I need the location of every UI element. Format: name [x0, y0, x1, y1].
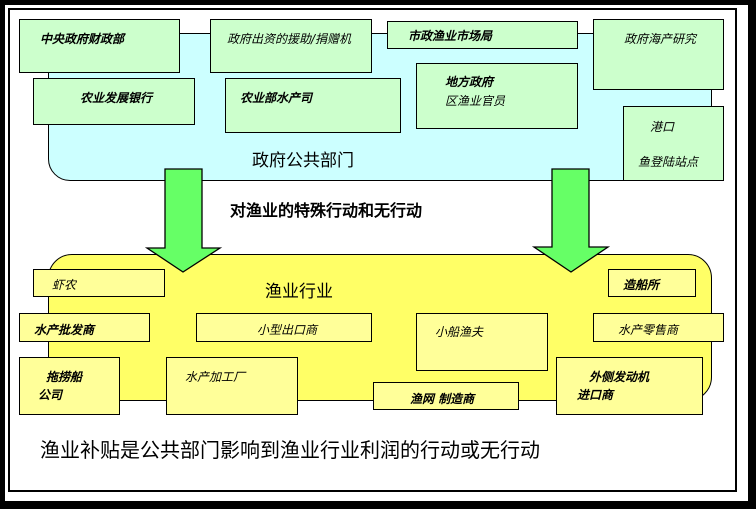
public-sector-label: 政府公共部门 [252, 151, 354, 171]
box-outboard-importer: 外侧发动机 进口商 [556, 357, 703, 415]
box-text: 虾农 [52, 278, 77, 292]
box-text: 政府海产研究 [624, 32, 697, 46]
box-text: 市政渔业市场局 [408, 29, 493, 43]
box-gov-funded-aid: 政府出资的援助/捐赠机 [210, 19, 372, 73]
box-text: 渔网 制造商 [410, 392, 475, 406]
box-text: 农业部水产司 [240, 91, 313, 105]
box-net-maker: 渔网 制造商 [373, 382, 519, 410]
box-text: 港口 [650, 120, 675, 134]
fishing-industry-label: 渔业行业 [265, 282, 333, 302]
box-text: 水产零售商 [618, 323, 679, 337]
box-municipal-fish-market: 市政渔业市场局 [387, 21, 578, 49]
box-shipyard: 造船所 [608, 269, 696, 297]
box-agri-dev-bank: 农业发展银行 [33, 78, 195, 125]
box-text: 政府出资的援助/捐赠机 [227, 32, 352, 46]
box-shrimp-farmer: 虾农 [33, 269, 165, 297]
box-text: 鱼登陆站点 [638, 155, 699, 169]
box-text: 小船渔夫 [435, 325, 484, 339]
box-text: 区渔业官员 [445, 94, 506, 108]
box-text: 进口商 [577, 388, 614, 402]
box-text: 公司 [38, 388, 63, 402]
box-text: 农业发展银行 [80, 91, 153, 105]
box-local-government: 地方政府 区渔业官员 [416, 63, 578, 129]
box-text: 造船所 [623, 278, 660, 292]
box-central-finance: 中央政府财政部 [19, 19, 180, 73]
box-seafood-processor: 水产加工厂 [166, 357, 298, 415]
box-text: 水产加工厂 [185, 370, 246, 384]
box-small-boat-fisherman: 小船渔夫 [416, 313, 548, 371]
box-gov-seafood-research: 政府海产研究 [593, 19, 724, 90]
footer-statement: 渔业补贴是公共部门影响到渔业行业利润的行动或无行动 [40, 438, 540, 462]
box-seafood-wholesaler: 水产批发商 [19, 313, 150, 342]
box-text: 地方政府 [445, 75, 494, 89]
box-text: 中央政府财政部 [40, 32, 125, 46]
box-agri-ministry-fisheries: 农业部水产司 [225, 78, 401, 133]
box-text: 小型出口商 [257, 323, 318, 337]
action-caption: 对渔业的特殊行动和无行动 [230, 201, 423, 220]
box-text: 水产批发商 [34, 323, 95, 337]
box-port-landing: 港口 鱼登陆站点 [623, 106, 724, 181]
box-trawler-company: 拖捞船 公司 [19, 357, 120, 415]
box-text: 拖捞船 [46, 370, 83, 384]
box-seafood-retailer: 水产零售商 [593, 313, 724, 342]
box-text: 外侧发动机 [589, 370, 650, 384]
box-small-exporter: 小型出口商 [196, 313, 372, 342]
